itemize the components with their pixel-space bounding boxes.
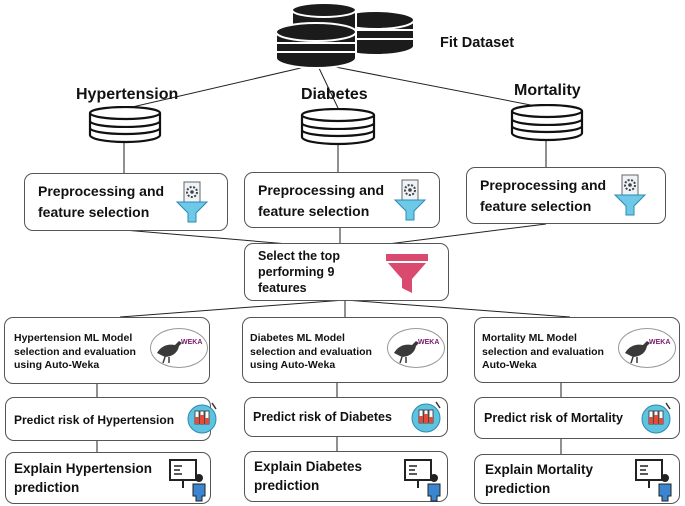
model-text-mortality: Mortality ML Model selection and evaluat…: [482, 332, 604, 371]
database-stack-icon: [275, 2, 415, 69]
preprocessing-text-mortality: Preprocessing and feature selection: [480, 177, 607, 214]
branch-title-hypertension: Hypertension: [76, 86, 179, 103]
database-icon: [510, 104, 584, 142]
model-text-diabetes: Diabetes ML Model selection and evaluati…: [250, 332, 372, 371]
explain-text-mortality: Explain Mortality prediction: [485, 462, 594, 496]
test-tubes-icon: [411, 401, 441, 433]
weka-logo-text: WEKA: [181, 339, 203, 346]
test-tubes-icon: [187, 402, 217, 434]
database-icon: [300, 108, 376, 146]
database-icon: [88, 106, 162, 144]
predict-text-mortality: Predict risk of Mortality: [484, 411, 623, 425]
predict-text-diabetes: Predict risk of Diabetes: [253, 410, 392, 424]
weka-logo: WEKA: [618, 328, 676, 368]
explain-text-diabetes: Explain Diabetes prediction: [254, 459, 363, 493]
preprocessing-text-hypertension: Preprocessing and feature selection: [38, 183, 165, 220]
explain-text-hypertension: Explain Hypertension prediction: [14, 461, 153, 495]
predict-box-hypertension: [5, 397, 211, 441]
branch-title-diabetes: Diabetes: [301, 86, 368, 103]
select-features-text: Select the top performing 9 features: [258, 249, 340, 295]
weka-logo-text: WEKA: [418, 339, 440, 346]
funnel-icon: [386, 254, 428, 293]
preprocessing-text-diabetes: Preprocessing and feature selection: [258, 182, 385, 219]
weka-logo: WEKA: [387, 328, 445, 368]
presenter-icon: [635, 459, 672, 502]
predict-text-hypertension: Predict risk of Hypertension: [14, 413, 175, 427]
gear-funnel-icon: [393, 179, 427, 221]
branch-title-mortality: Mortality: [514, 82, 581, 99]
presenter-icon: [169, 459, 206, 502]
weka-logo: WEKA: [150, 328, 208, 368]
model-text-hypertension: Hypertension ML Model selection and eval…: [14, 332, 136, 371]
dataset-label: Fit Dataset: [440, 35, 515, 51]
presenter-icon: [404, 459, 441, 502]
weka-logo-text: WEKA: [649, 339, 671, 346]
test-tubes-icon: [641, 402, 671, 434]
gear-funnel-icon: [175, 181, 209, 223]
gear-funnel-icon: [613, 174, 647, 216]
